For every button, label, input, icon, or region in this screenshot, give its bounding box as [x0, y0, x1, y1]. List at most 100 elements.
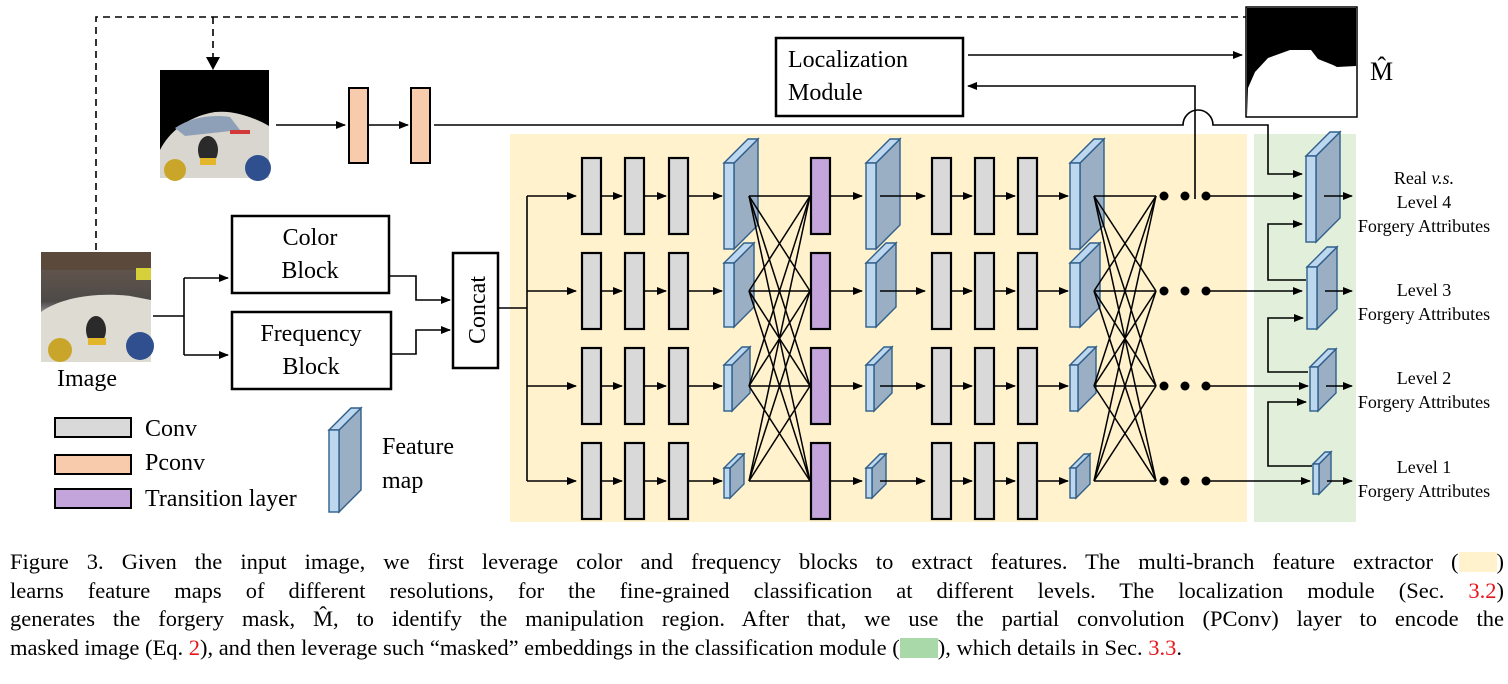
- feature-map-front: [865, 364, 875, 412]
- output-level4-real-vs: Real v.s.: [1394, 168, 1454, 188]
- feature-map-stage1: [722, 137, 760, 251]
- classification-color-swatch: [899, 637, 938, 658]
- conv-layer: [1016, 251, 1039, 331]
- section-ref-3-2[interactable]: 3.2: [1468, 577, 1497, 603]
- ellipsis-dot: [1159, 381, 1169, 391]
- conv-layer: [930, 441, 953, 521]
- branch-row-1: [527, 441, 1311, 521]
- caption-line-4: masked image (Eq. 2), and then leverage …: [10, 634, 1183, 660]
- output-labels: Real v.s. Level 4 Forgery Attributes Lev…: [1358, 168, 1490, 501]
- feature-map-front: [723, 162, 735, 250]
- exchange-link: [748, 195, 811, 387]
- legend-swatch-conv: [54, 417, 132, 438]
- branch-row-3: [527, 241, 1303, 331]
- exchange-link: [1093, 195, 1157, 482]
- localization-module-label-2: Module: [788, 80, 863, 106]
- conv-layer: [667, 441, 690, 521]
- ellipsis-dot: [1159, 476, 1169, 486]
- conv-layer: [667, 251, 690, 331]
- conv-layer: [930, 156, 953, 236]
- exchange-link: [1093, 195, 1157, 292]
- exchange-link: [748, 195, 811, 482]
- skip-connection-2-to-3: [1267, 314, 1308, 373]
- conv-layer: [1016, 156, 1039, 236]
- feature-map-front: [865, 262, 877, 328]
- output-level1-attributes: Forgery Attributes: [1358, 481, 1490, 501]
- conv-layer: [623, 441, 646, 521]
- feature-map-front: [1309, 366, 1319, 412]
- feature-map-front: [723, 364, 733, 412]
- legend-feature-map-shape: [327, 406, 363, 514]
- legend-swatch-pconv: [54, 454, 132, 475]
- color-block: [230, 214, 391, 295]
- conv-layer: [930, 251, 953, 331]
- skip-connection-3-to-4: [1267, 220, 1306, 281]
- legend-label-pconv: Pconv: [145, 450, 205, 476]
- input-image: [41, 252, 154, 362]
- architecture-diagram: Localization Module M̂ Image Color Block…: [41, 6, 1490, 522]
- exchange-link: [748, 385, 811, 482]
- conv-layer: [580, 156, 603, 236]
- output-level2-attributes: Forgery Attributes: [1358, 392, 1490, 412]
- conv-layer: [623, 156, 646, 236]
- legend-swatch-transition: [54, 488, 132, 509]
- conv-layer: [667, 346, 690, 426]
- classification-module: [1267, 130, 1353, 496]
- conv-layer: [623, 346, 646, 426]
- masked-image: [160, 70, 271, 181]
- classifier-feature-map-level1: [1311, 450, 1333, 496]
- exchange-link: [748, 195, 811, 292]
- output-level4-label: Level 4: [1397, 192, 1451, 212]
- feature-map-stage3: [1068, 241, 1102, 329]
- classifier-feature-map-level3: [1305, 245, 1339, 331]
- conv-layer: [973, 441, 996, 521]
- mask-feedback-dashed-line: [95, 16, 1246, 250]
- feature-map-front: [1306, 266, 1318, 330]
- ellipsis-dot: [1159, 286, 1169, 296]
- feature-map-stage2: [864, 452, 888, 500]
- legend: Conv Pconv Transition layer Feature map: [54, 406, 454, 514]
- section-ref-3-3[interactable]: 3.3: [1148, 634, 1177, 660]
- classifier-feature-map-level4: [1304, 130, 1342, 244]
- multi-resolution-exchange-2: [1093, 195, 1157, 482]
- legend-feature-map-icon: [327, 406, 363, 514]
- transition-layer: [809, 346, 832, 426]
- figure-caption: Figure 3. Given the input image, we firs…: [10, 548, 1504, 662]
- ellipsis-dot: [1201, 476, 1211, 486]
- ellipsis-dot: [1201, 286, 1211, 296]
- ellipsis-dot: [1201, 191, 1211, 201]
- equation-ref-2[interactable]: 2: [188, 634, 200, 660]
- feature-map-stage3: [1068, 452, 1092, 500]
- conv-layer: [667, 156, 690, 236]
- feature-map-front: [1069, 364, 1079, 412]
- conv-layer: [930, 346, 953, 426]
- mask-symbol-label: M̂: [1370, 57, 1393, 86]
- branch-row-4: [527, 137, 1303, 251]
- localization-module-label-1: Localization: [788, 47, 908, 73]
- feature-map-front: [723, 262, 735, 328]
- mask-feedback-arrowhead: [206, 57, 220, 70]
- conv-layer: [580, 441, 603, 521]
- multi-branch-feature-extractor: [527, 137, 1311, 521]
- feature-map-stage2: [864, 137, 902, 251]
- frequency-block-label-1: Frequency: [260, 321, 361, 347]
- pconv-embedding-line: [434, 109, 1303, 178]
- color-block-label-2: Block: [281, 258, 338, 284]
- ellipsis-dot: [1201, 381, 1211, 391]
- concat-label: Concat: [465, 276, 491, 344]
- conv-layer: [973, 346, 996, 426]
- branch-row-2: [527, 345, 1309, 426]
- input-image-label: Image: [57, 366, 117, 392]
- output-level1-label: Level 1: [1397, 457, 1451, 477]
- transition-layer: [809, 441, 832, 521]
- feature-map-front: [1069, 262, 1081, 328]
- ellipsis-dot: [1180, 476, 1190, 486]
- exchange-link: [748, 290, 811, 482]
- legend-label-conv: Conv: [145, 416, 197, 442]
- conv-layer: [1016, 441, 1039, 521]
- caption-line-1: Figure 3. Given the input image, we firs…: [10, 549, 1504, 574]
- pconv-layer-1: [348, 87, 369, 164]
- conv-layer: [973, 156, 996, 236]
- conv-layer: [973, 251, 996, 331]
- feature-map-front: [1069, 162, 1081, 250]
